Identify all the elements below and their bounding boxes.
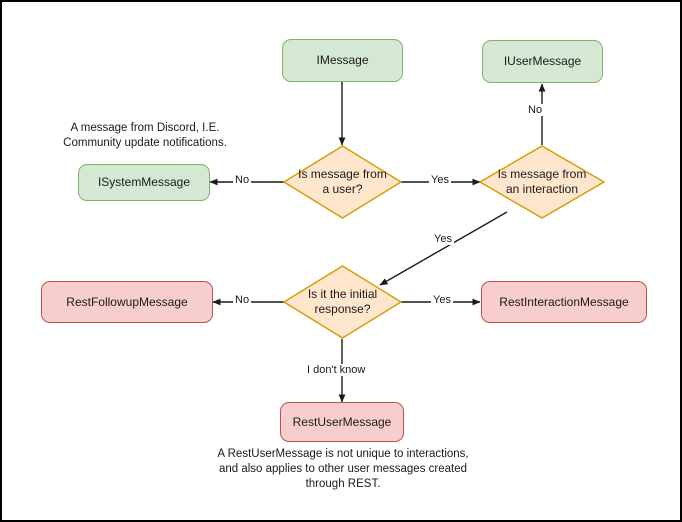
decision-user-line2: a user? [322,182,363,196]
node-restfollowupmessage-label: RestFollowupMessage [66,294,188,309]
edge-label-initial-no: No [233,294,252,306]
node-isystemmessage[interactable]: ISystemMessage [78,164,210,201]
node-restusermessage-label: RestUserMessage [292,414,392,429]
edge-label-user-no: No [233,174,252,186]
node-imessage[interactable]: IMessage [282,39,403,82]
decision-interaction-line2: an interaction [505,182,579,196]
decision-initial-line1: Is it the initial [307,287,378,301]
decision-interaction-label: Is message from an interaction [479,145,605,219]
note-rest-user-message: A RestUserMessage is not unique to inter… [187,447,499,492]
note-system-message-line1: A message from Discord, I.E. [70,122,220,134]
node-iusermessage[interactable]: IUserMessage [482,40,603,83]
node-imessage-label: IMessage [316,53,369,67]
decision-user-line1: Is message from [298,167,387,181]
edge-label-initial-yes: Yes [431,294,453,306]
node-restfollowupmessage[interactable]: RestFollowupMessage [41,281,213,323]
node-isystemmessage-label: ISystemMessage [97,175,191,189]
note-system-message-line2: Community update notifications. [63,136,227,149]
decision-user-shape [283,145,402,219]
node-iusermessage-label: IUserMessage [503,54,582,68]
edge-label-interaction-no: No [526,104,545,116]
node-decision-user[interactable]: Is message from a user? [283,145,402,219]
decision-user-label: Is message from a user? [283,145,402,219]
decision-interaction-shape [479,145,605,219]
node-restusermessage[interactable]: RestUserMessage [280,402,404,442]
decision-initial-label: Is it the initial response? [283,265,402,339]
edge-label-interaction-yes: Yes [432,233,454,245]
node-decision-interaction[interactable]: Is message from an interaction [479,145,605,219]
note-rest-user-message-line1: A RestUserMessage is not unique to inter… [217,448,469,460]
edge-label-initial-unknown: I don't know [305,364,368,376]
decision-initial-line2: response? [314,302,371,316]
note-system-message: A message from Discord, I.E. Community u… [50,121,240,151]
node-restinteractionmessage-label: RestInteractionMessage [499,294,629,309]
node-decision-initial[interactable]: Is it the initial response? [283,265,402,339]
node-restinteractionmessage[interactable]: RestInteractionMessage [481,281,647,323]
decision-interaction-line1: Is message from [497,167,587,181]
note-rest-user-message-line3: through REST. [305,477,381,490]
edge-label-user-yes: Yes [429,174,451,186]
decision-initial-shape [283,265,402,339]
note-rest-user-message-line2: and also applies to other user messages … [218,462,468,475]
